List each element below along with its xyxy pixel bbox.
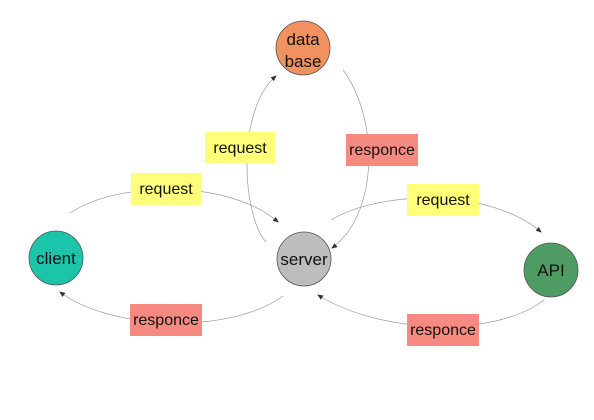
request-tag-text: request — [213, 140, 267, 157]
server-label: server — [280, 250, 328, 269]
edge-label-server-to-database: request — [205, 132, 275, 163]
request-tag — [407, 184, 479, 216]
response-tag-text: responce — [410, 322, 476, 339]
edge-label-api-to-server: responce — [407, 314, 479, 346]
response-tag — [407, 314, 479, 346]
edge-label-server-to-client: responce — [130, 304, 202, 336]
api-circle — [523, 242, 579, 298]
request-tag-text: request — [416, 192, 470, 209]
client-label: client — [36, 249, 76, 268]
database-label-line2: base — [285, 52, 322, 71]
edge-label-server-to-api: request — [407, 184, 479, 216]
response-tag-text: responce — [349, 142, 415, 159]
request-tag — [131, 173, 201, 205]
api-label: API — [537, 261, 564, 280]
server-circle — [276, 231, 332, 287]
node-api: API — [523, 242, 579, 298]
request-tag — [205, 132, 275, 163]
edge-label-client-to-server: request — [131, 173, 201, 205]
node-database: data base — [275, 20, 331, 76]
database-circle — [275, 20, 331, 76]
request-tag-text: request — [139, 181, 193, 198]
response-tag-text: responce — [133, 312, 199, 329]
edge-label-database-to-server: responce — [346, 134, 418, 166]
database-label-line1: data — [286, 30, 320, 49]
response-tag — [346, 134, 418, 166]
response-tag — [130, 304, 202, 336]
node-server: server — [276, 231, 332, 287]
node-client: client — [28, 230, 84, 286]
client-circle — [28, 230, 84, 286]
